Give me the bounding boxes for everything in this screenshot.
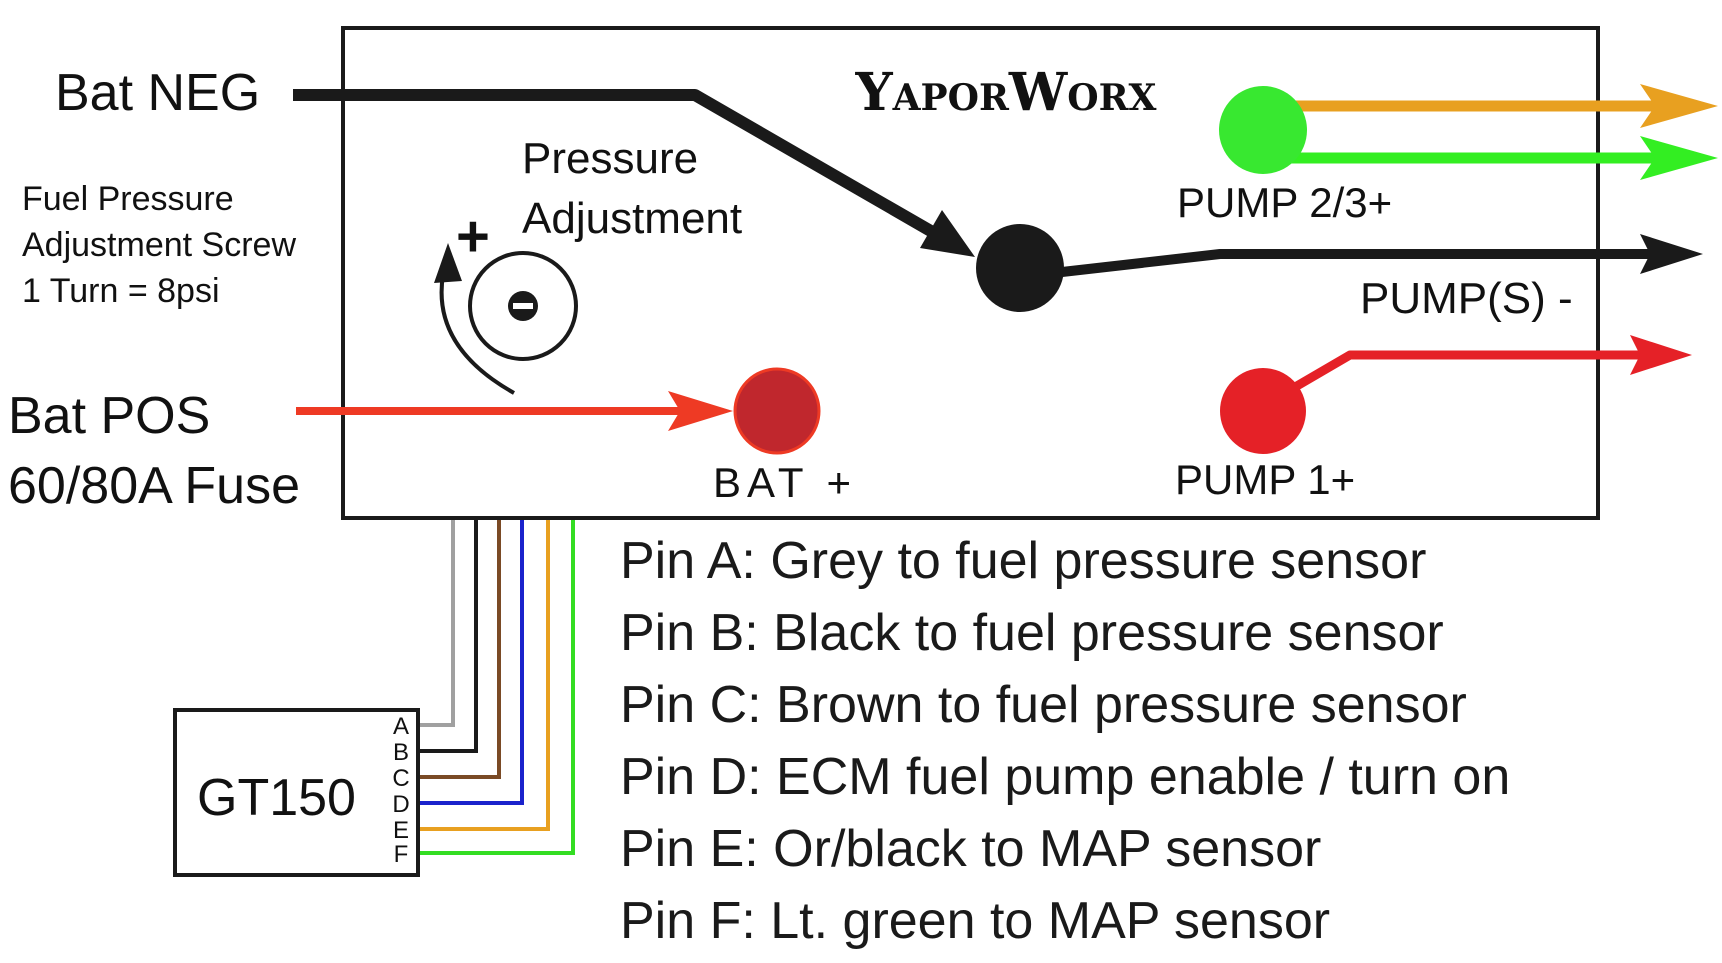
plus-sign: + [456, 204, 490, 269]
harness-wire-green [419, 520, 575, 855]
pumps-negative-arrowhead [1640, 234, 1703, 274]
pin-d-description: Pin D: ECM fuel pump enable / turn on [620, 748, 1511, 806]
pin-letter-e: E [393, 817, 409, 844]
screw-label-line2: Adjustment Screw [22, 226, 296, 264]
rotation-arrowhead-icon [434, 243, 462, 283]
pin-letter-c: C [392, 765, 409, 792]
screw-label-line3: 1 Turn = 8psi [22, 272, 220, 310]
fuse-label: 60/80A Fuse [8, 457, 300, 515]
bat-pos-label: Bat POS [8, 387, 210, 445]
harness-wire-blue [419, 520, 524, 805]
pump23-green-arrowhead [1640, 136, 1718, 180]
bat-neg-label: Bat NEG [55, 64, 260, 122]
gt150-module [173, 708, 420, 877]
bat-pump-negative-ring-label: BAT / PUMP NEGATIVE [0, 16, 19, 68]
bat-neg-arrowhead [920, 210, 975, 257]
pumps-negative-label: PUMP(S) - [1360, 274, 1573, 323]
negative-terminal [976, 224, 1064, 312]
pin-letter-b: B [393, 739, 409, 766]
pump1-label: PUMP 1+ [1175, 456, 1355, 503]
harness-wire-grey [419, 520, 455, 727]
pump1-arrowhead [1630, 335, 1692, 375]
pressure-label-line1: Pressure [522, 134, 698, 183]
harness-wire-orange [419, 520, 550, 831]
pump1-wire [1287, 350, 1660, 394]
pin-f-description: Pin F: Lt. green to MAP sensor [620, 892, 1331, 950]
harness-wire-black [419, 520, 478, 753]
pin-b-description: Pin B: Black to fuel pressure sensor [620, 604, 1444, 662]
pin-c-description: Pin C: Brown to fuel pressure sensor [620, 676, 1467, 734]
bat-plus-terminal [733, 367, 821, 455]
harness-wire-brown [419, 520, 501, 779]
screw-label-line1: Fuel Pressure [22, 180, 234, 218]
pressure-label-line2: Adjustment [522, 194, 742, 243]
bat-plus-label: BAT + [713, 459, 857, 506]
pump23-orange-arrowhead [1640, 84, 1718, 128]
pump1-terminal [1220, 368, 1306, 454]
pin-letter-a: A [393, 713, 409, 740]
pump23-terminal [1219, 86, 1307, 174]
adjustment-screw-slot [513, 303, 533, 309]
pin-letter-f: F [394, 841, 409, 868]
brand-logo: YaporWorx [854, 62, 1156, 123]
pump23-label: PUMP 2/3+ [1177, 179, 1392, 226]
bat-neg-wire [293, 89, 958, 251]
pumps-negative-wire [1061, 249, 1650, 277]
pin-e-description: Pin E: Or/black to MAP sensor [620, 820, 1322, 878]
gt150-label: GT150 [197, 769, 356, 827]
pin-a-description: Pin A: Grey to fuel pressure sensor [620, 532, 1427, 590]
bat-pos-arrowhead [668, 391, 733, 431]
pin-letter-d: D [392, 791, 409, 818]
